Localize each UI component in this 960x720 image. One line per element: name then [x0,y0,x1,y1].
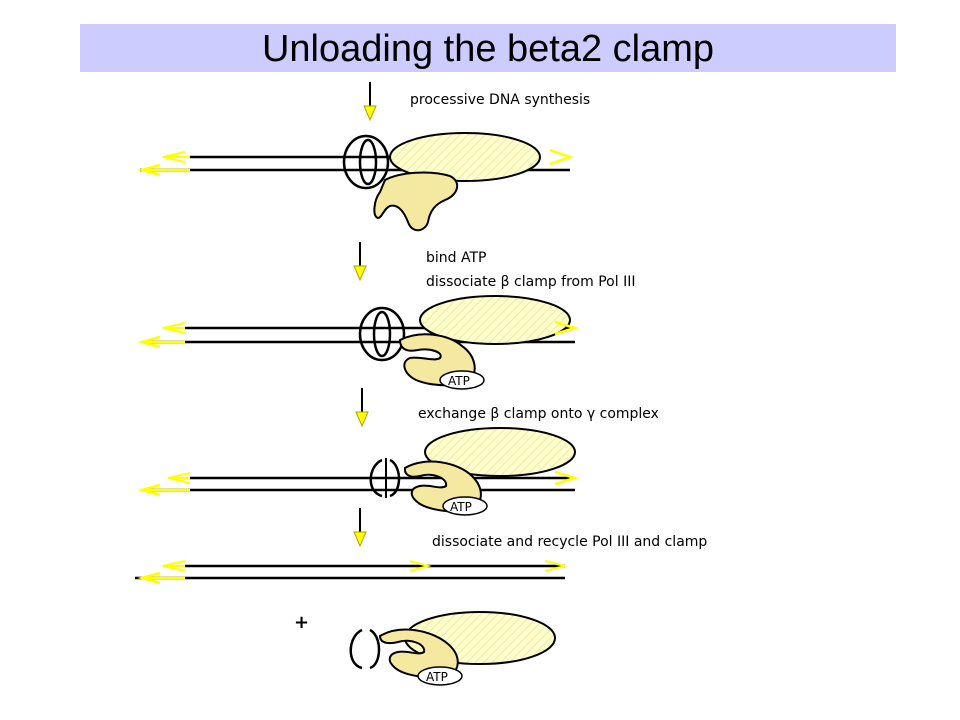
step-3: exchange β clamp onto γ complex ATP [137,388,659,516]
atp-label-3: ATP [450,500,472,514]
step-3-label: exchange β clamp onto γ complex [418,406,659,422]
plus-sign: + [294,612,309,633]
clamp-loader-4 [378,628,459,679]
page-title: Unloading the beta2 clamp [261,28,715,70]
pol-iii-oval-2 [419,295,571,345]
dna-strands-4 [135,560,566,585]
atp-label-4: ATP [426,670,448,684]
beta-clamp-1 [342,134,390,190]
step-4: dissociate and recycle Pol III and clamp… [135,508,707,686]
step-arrow-3 [355,388,369,428]
pol-iii-oval-1 [389,132,541,182]
atp-badge-3: ATP [442,496,488,516]
dna-arrow-right-2 [554,320,580,336]
atp-badge-2: ATP [439,370,485,390]
step-arrow-4 [353,508,367,548]
step-2-label-line2: dissociate β clamp from Pol III [426,274,635,290]
atp-label-2: ATP [448,374,470,388]
step-1-label: processive DNA synthesis [410,92,590,108]
step-arrow-2 [353,242,367,282]
step-2-label-line1: bind ATP [426,250,486,266]
dna-strands-3 [137,470,580,497]
beta-clamp-2 [358,306,406,362]
step-2: bind ATP dissociate β clamp from Pol III… [137,242,635,390]
step-1: processive DNA synthesis [137,82,590,232]
step-4-label: dissociate and recycle Pol III and clamp [432,534,707,550]
clamp-loader-1 [373,171,459,232]
beta-clamp-4 [349,628,381,670]
step-arrow-1 [363,82,377,122]
title-bar: Unloading the beta2 clamp [80,24,896,72]
beta-clamp-3 [369,458,401,498]
pol-iii-oval-3 [424,427,576,477]
atp-badge-4: ATP [417,666,463,686]
